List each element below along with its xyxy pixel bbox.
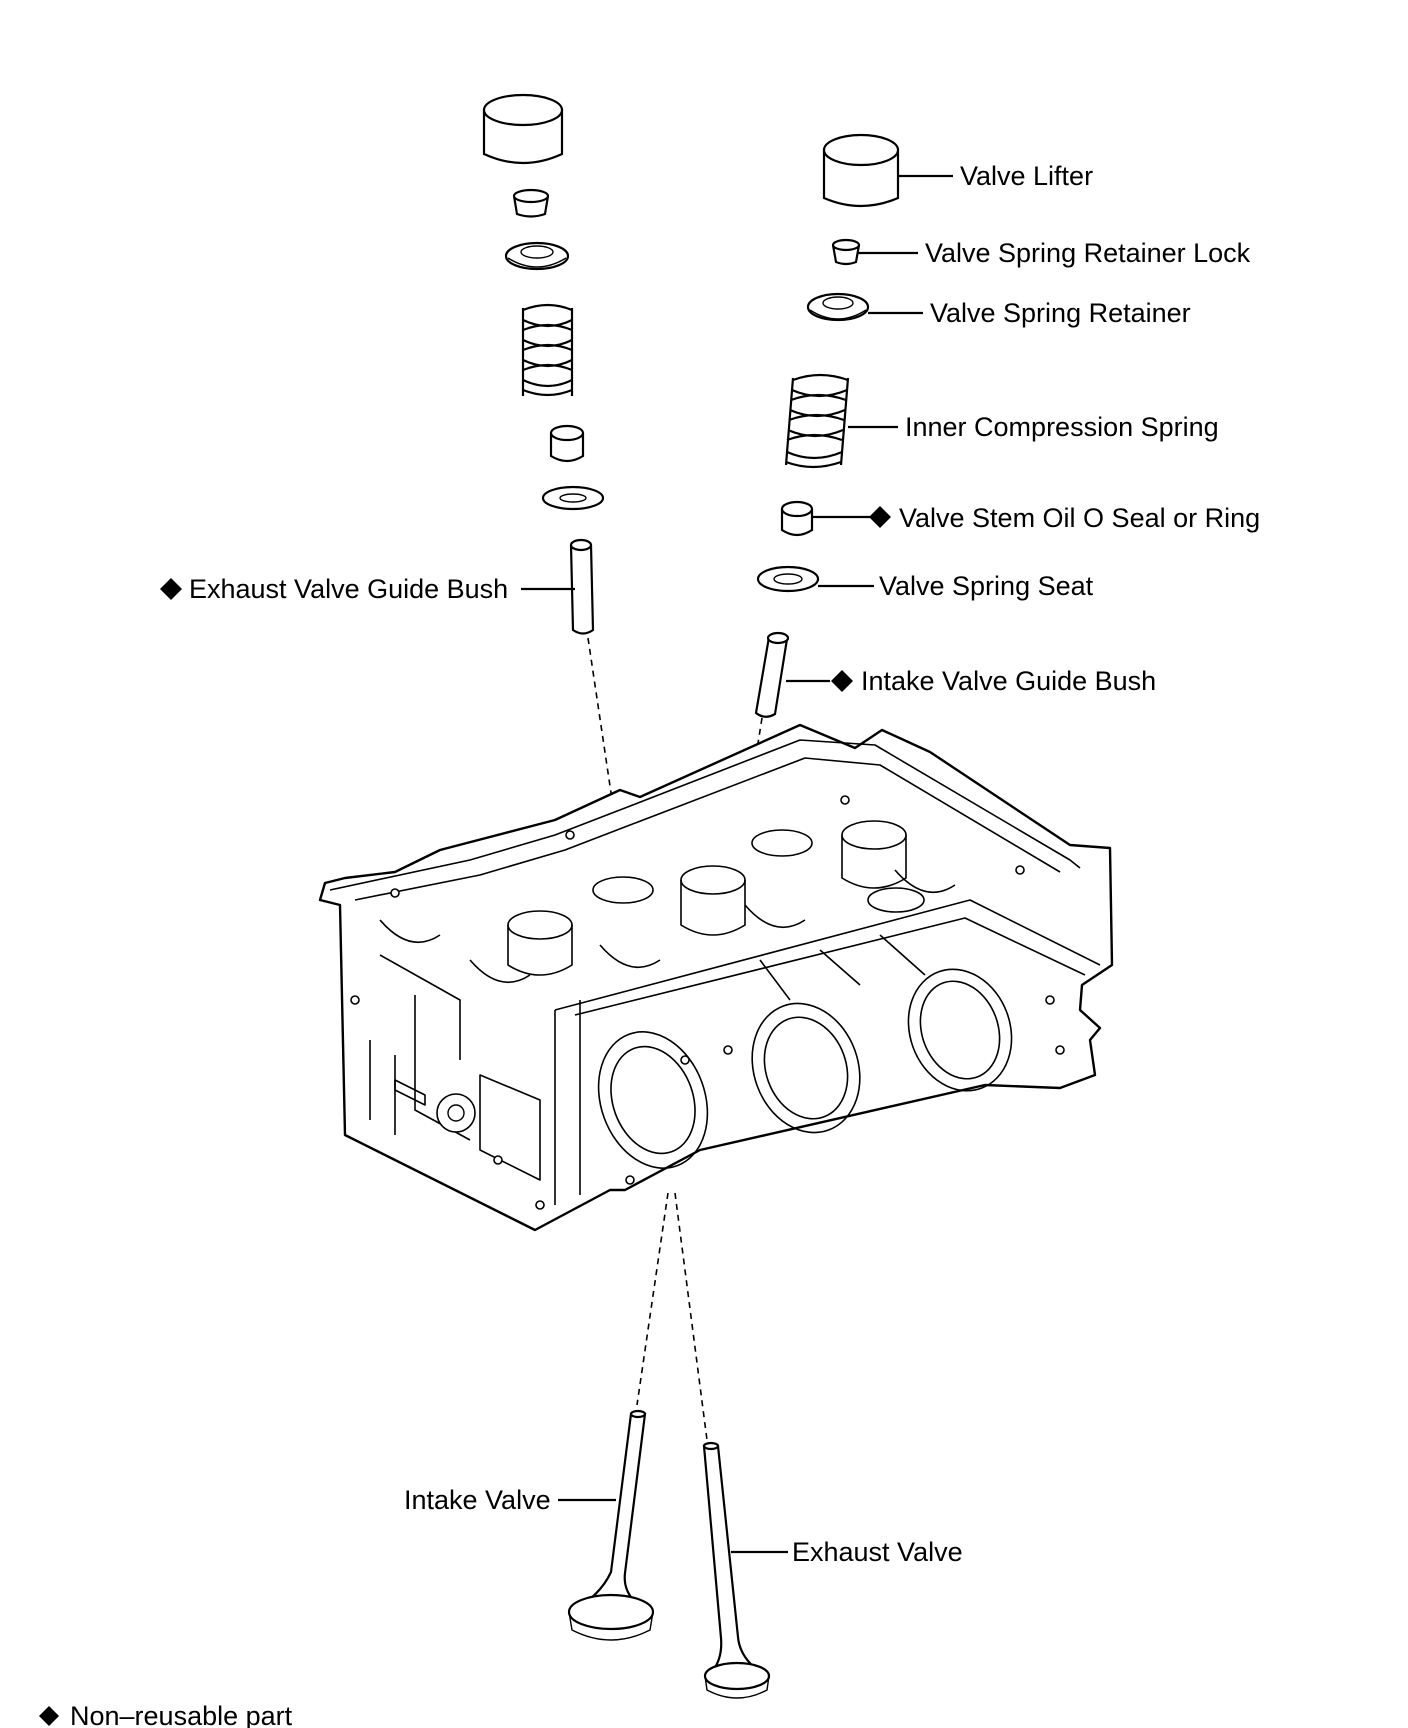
- intake-valve-axis-dashed-line: [636, 1192, 669, 1406]
- cylinder-head: [318, 723, 1114, 1232]
- exhaust-spring-retainer: [504, 241, 570, 271]
- label-valve-spring-retainer-lock: Valve Spring Retainer Lock: [925, 238, 1251, 268]
- leader-lines: [521, 174, 953, 1554]
- exhaust-valve-part: [702, 1441, 771, 1699]
- intake-inner-spring: [784, 373, 850, 469]
- label-valve-spring-seat: Valve Spring Seat: [879, 571, 1094, 601]
- exhaust-spring-seat: [541, 485, 605, 511]
- intake-retainer-lock: [831, 238, 861, 266]
- label-inner-compression-spring: Inner Compression Spring: [905, 412, 1219, 442]
- exhaust-guide-bush-part: [569, 538, 595, 635]
- intake-valve-lifter: [822, 133, 900, 208]
- exhaust-oil-seal: [549, 424, 585, 463]
- exhaust-retainer-lock: [512, 188, 550, 218]
- intake-oil-seal: [780, 500, 814, 537]
- exhaust-side-stack: [482, 93, 622, 861]
- diamond-icon: [831, 670, 853, 692]
- exhaust-valve-axis-dashed-line: [674, 1192, 708, 1441]
- diamond-icon: [160, 578, 182, 600]
- intake-spring-seat: [756, 565, 820, 593]
- intake-spring-retainer: [806, 292, 870, 322]
- intake-guide-bush-part: [754, 631, 790, 718]
- label-exhaust-valve-guide-bush: Exhaust Valve Guide Bush: [189, 574, 508, 604]
- intake-valve-part: [567, 1409, 655, 1641]
- label-valve-spring-retainer: Valve Spring Retainer: [930, 298, 1191, 328]
- label-exhaust-valve: Exhaust Valve: [792, 1537, 963, 1567]
- exhaust-valve-lifter: [482, 93, 564, 165]
- label-intake-valve-guide-bush: Intake Valve Guide Bush: [861, 666, 1156, 696]
- label-valve-lifter: Valve Lifter: [960, 161, 1093, 191]
- diamond-icon: [39, 1706, 59, 1726]
- exhaust-inner-spring: [521, 303, 574, 397]
- label-valve-stem-oil-seal: Valve Stem Oil O Seal or Ring: [899, 503, 1260, 533]
- diamond-icon: [869, 506, 891, 528]
- legend-non-reusable-part: Non–reusable part: [70, 1701, 293, 1728]
- label-intake-valve: Intake Valve: [404, 1485, 551, 1515]
